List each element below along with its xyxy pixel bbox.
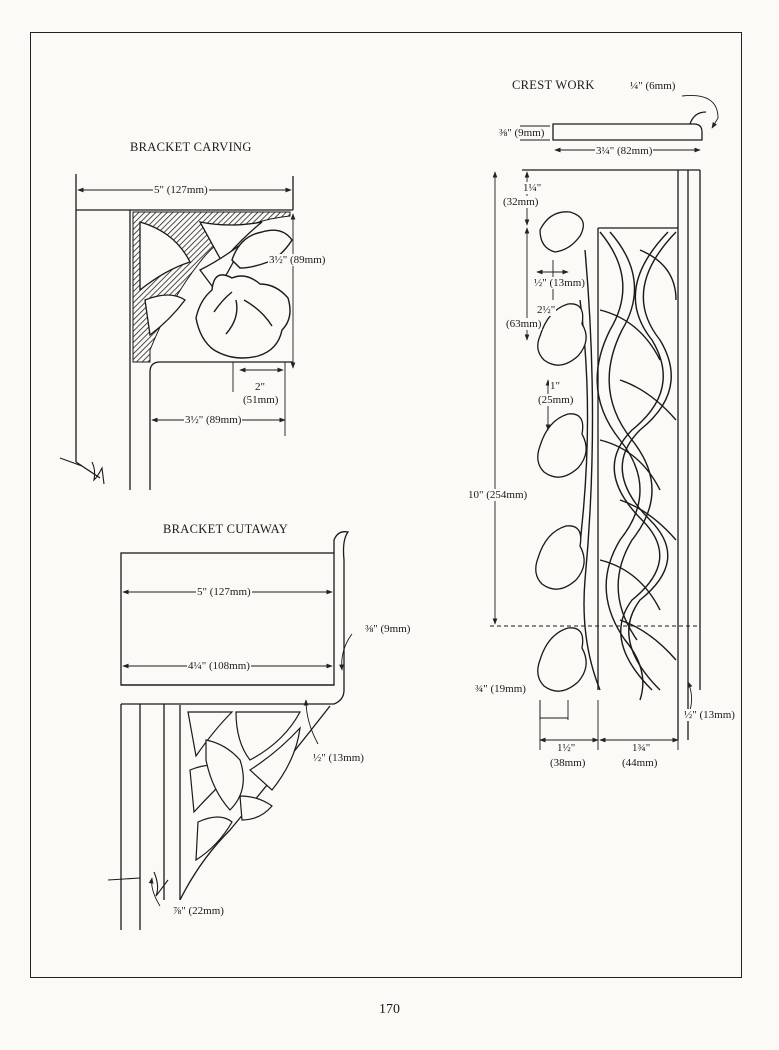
crest-work-spacing-label-a: 2½" [536, 304, 557, 316]
crest-work-drawing [490, 95, 719, 750]
crest-work-bottom-right-label-b: (44mm) [621, 757, 659, 769]
bracket-carving-width-top-label: 5" (127mm) [153, 184, 209, 196]
bracket-carving-width-bottom-label: 3½" (89mm) [184, 414, 243, 426]
bracket-carving-drawing [59, 174, 296, 490]
bracket-carving-depth-label-a: 2" [254, 381, 266, 393]
crest-work-small-label: ½" (13mm) [533, 277, 586, 289]
crest-work-top-width-label: 3¼" (82mm) [595, 145, 654, 157]
bracket-cutaway-title: BRACKET CUTAWAY [163, 522, 289, 536]
bracket-cutaway-thickness-top-label: ⅜" (9mm) [364, 623, 412, 635]
crest-work-title: CREST WORK [512, 78, 595, 92]
crest-work-bottom-right-label-a: 1¾" [631, 742, 652, 754]
crest-work-top-radius-label: ¼" (6mm) [629, 80, 677, 92]
bracket-carving-title: BRACKET CARVING [130, 140, 252, 154]
crest-work-top-thickness-label: ⅜" (9mm) [498, 127, 546, 139]
bracket-carving-height-label: 3½" (89mm) [268, 254, 327, 266]
crest-work-side-thickness-label: ½" (13mm) [683, 709, 736, 721]
crest-work-bottom-left-label-a: 1½" [556, 742, 577, 754]
crest-work-leaf-depth-label: ¾" (19mm) [474, 683, 527, 695]
bracket-cutaway-width-outer-label: 5" (127mm) [196, 586, 252, 598]
crest-work-gap-top-label-a: 1¼" [522, 182, 543, 194]
crest-work-spacing-label-b: (63mm) [505, 318, 543, 330]
crest-work-offset-label-b: (25mm) [537, 394, 575, 406]
bracket-cutaway-thickness-bottom-label: ⅞" (22mm) [172, 905, 225, 917]
crest-work-bottom-left-label-b: (38mm) [549, 757, 587, 769]
page-frame [30, 32, 742, 978]
page-number: 170 [379, 1002, 400, 1017]
bracket-cutaway-thickness-side-label: ½" (13mm) [312, 752, 365, 764]
crest-work-total-height-label: 10" (254mm) [467, 489, 529, 501]
bracket-cutaway-width-inner-label: 4¼" (108mm) [187, 660, 251, 672]
bracket-cutaway-drawing [107, 531, 353, 930]
crest-work-gap-top-label-b: (32mm) [502, 196, 540, 208]
bracket-carving-depth-label-b: (51mm) [242, 394, 280, 406]
crest-work-offset-label-a: 1" [549, 380, 561, 392]
